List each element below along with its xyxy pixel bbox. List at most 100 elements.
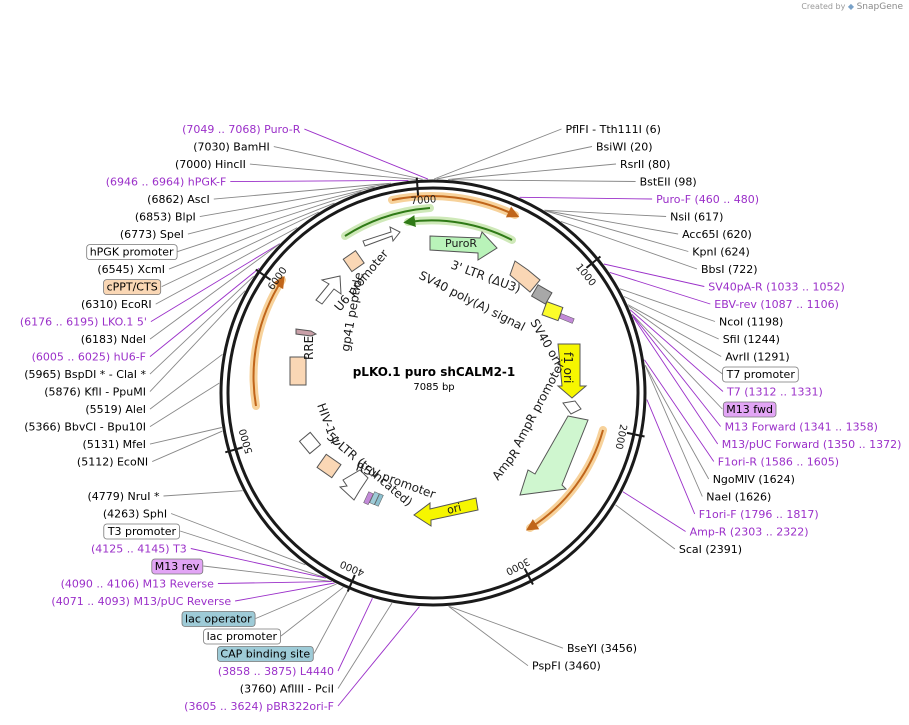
leader-line xyxy=(313,589,349,654)
enzyme-site-label: (3760) AflIII - PciI xyxy=(240,683,334,696)
label-text: (6310) EcoRI xyxy=(81,298,152,311)
leader-line xyxy=(149,267,260,357)
rsv-promoter-arrow xyxy=(338,469,369,501)
scale-tick xyxy=(346,574,356,592)
plasmid-backbone xyxy=(219,179,647,607)
feature-callout-box xyxy=(103,279,162,296)
feature-label-rre: RRE xyxy=(302,336,316,360)
feature-label-ampr: AmpR xyxy=(489,446,522,483)
scale-tick xyxy=(255,268,272,281)
label-text: BsiWI (20) xyxy=(596,141,653,154)
leader-line xyxy=(190,548,326,579)
feature-label-ori: ori xyxy=(446,501,463,517)
leader-line xyxy=(451,179,636,182)
leader-line xyxy=(179,530,325,578)
feature-callout: CAP binding site xyxy=(216,646,314,662)
leader-line xyxy=(273,146,423,180)
scale-tick xyxy=(626,431,645,438)
label-text: (7049 .. 7068) Puro-R xyxy=(182,123,301,136)
leader-line xyxy=(603,263,705,287)
leader-line xyxy=(519,196,653,200)
enzyme-site-label: BseYI (3456) xyxy=(567,642,637,655)
leader-line xyxy=(149,243,280,340)
feature-callout-box xyxy=(151,558,204,575)
enzyme-site-label: (7000) HincII xyxy=(175,158,246,171)
enzyme-site-label: (5876) KflI - PpuMI xyxy=(44,386,146,399)
leader-line xyxy=(644,359,715,462)
leader-line xyxy=(544,210,679,235)
feature-glyphs xyxy=(289,226,589,527)
label-text: (6946 .. 6964) hPGK-F xyxy=(106,176,227,189)
label-text: NcoI (1198) xyxy=(719,316,783,329)
label-text: (5965) BspDI * - ClaI * xyxy=(24,368,146,381)
enzyme-site-label: (6183) NdeI xyxy=(81,333,146,346)
cluster-box-4 xyxy=(559,313,575,324)
leader-line xyxy=(622,491,686,532)
scale-tick-label: 7000 xyxy=(410,194,436,207)
label-text: hPGK promoter xyxy=(90,246,174,259)
plasmid-name: pLKO.1 puro shCALM2-1 xyxy=(353,365,516,379)
ampr-promoter-arrow xyxy=(562,400,582,415)
feature-label-sv40ori: SV40 ori xyxy=(527,317,564,368)
label-text: NgoMIV (1624) xyxy=(713,473,795,486)
label-text: T7 (1312 .. 1331) xyxy=(726,386,823,399)
leader-line xyxy=(217,581,332,584)
feature-callout-box xyxy=(216,646,314,662)
label-text: PspFI (3460) xyxy=(532,660,601,673)
leader-line xyxy=(619,288,716,322)
label-text: SfiI (1244) xyxy=(723,333,780,346)
site-labels: PflFI - Tth111I (6)BsiWI (20)RsrII (80)B… xyxy=(20,123,902,713)
leader-line xyxy=(149,353,223,410)
label-text: (6176 .. 6195) LKO.1 5' xyxy=(20,316,147,329)
leader-line xyxy=(609,271,711,305)
label-text: Amp-R (2303 .. 2322) xyxy=(690,526,809,539)
label-text: Puro-F (460 .. 480) xyxy=(656,193,759,206)
enzyme-site-label: KpnI (624) xyxy=(692,246,750,259)
f1-ori-arrow xyxy=(556,343,588,399)
primer-label: M13/pUC Forward (1350 .. 1372) xyxy=(722,438,902,451)
leader-line xyxy=(150,243,281,322)
leader-line xyxy=(199,183,390,218)
leader-line xyxy=(168,202,335,270)
label-text: (6183) NdeI xyxy=(81,333,146,346)
enzyme-site-label: (5519) AleI xyxy=(85,403,146,416)
label-text: M13/pUC Forward (1350 .. 1372) xyxy=(722,438,902,451)
credit-brand: SnapGene xyxy=(856,2,903,12)
primer-label: F1ori-R (1586 .. 1605) xyxy=(718,456,839,469)
leader-line xyxy=(149,382,220,427)
label-text: (4263) SphI xyxy=(103,508,167,521)
enzyme-site-label: NsiI (617) xyxy=(670,211,723,224)
leader-line xyxy=(433,128,562,180)
leader-line xyxy=(155,227,298,305)
primer-label: M13 Forward (1341 .. 1358) xyxy=(725,421,878,434)
label-text: NsiI (617) xyxy=(670,211,723,224)
rre-box xyxy=(289,356,307,386)
leader-line xyxy=(631,313,723,410)
leader-line xyxy=(644,364,710,480)
scale-tick-label: 4000 xyxy=(339,558,367,578)
label-text: lac promoter xyxy=(207,630,278,643)
label-text: lac operator xyxy=(185,613,252,626)
ltr-3prime-box xyxy=(509,260,541,293)
leader-line xyxy=(448,163,617,180)
enzyme-site-label: PflFI - Tth111I (6) xyxy=(566,123,661,136)
feature-callout: hPGK promoter xyxy=(86,244,178,261)
primer-label: (4090 .. 4106) M13 Reverse xyxy=(61,578,214,591)
leader-line xyxy=(545,210,689,252)
primer-label: SV40pA-R (1033 .. 1052) xyxy=(708,281,844,294)
primer-label: (3858 .. 3875) L4440 xyxy=(218,665,334,678)
label-text: (6545) XcmI xyxy=(97,263,165,276)
puror-arrow xyxy=(429,231,498,261)
leader-line xyxy=(280,586,344,637)
leader-line xyxy=(644,365,703,497)
enzyme-site-label: (6310) EcoRI xyxy=(81,298,152,311)
label-text: (6005 .. 6025) hU6-F xyxy=(32,351,146,364)
feature-callout: lac promoter xyxy=(203,628,281,645)
enzyme-site-label: BbsI (722) xyxy=(701,263,758,276)
enzyme-site-label: (4263) SphI xyxy=(103,508,167,521)
leader-line xyxy=(152,430,223,463)
feature-callout: M13 rev xyxy=(151,558,204,575)
leader-line xyxy=(337,606,420,707)
leader-line xyxy=(235,582,335,602)
